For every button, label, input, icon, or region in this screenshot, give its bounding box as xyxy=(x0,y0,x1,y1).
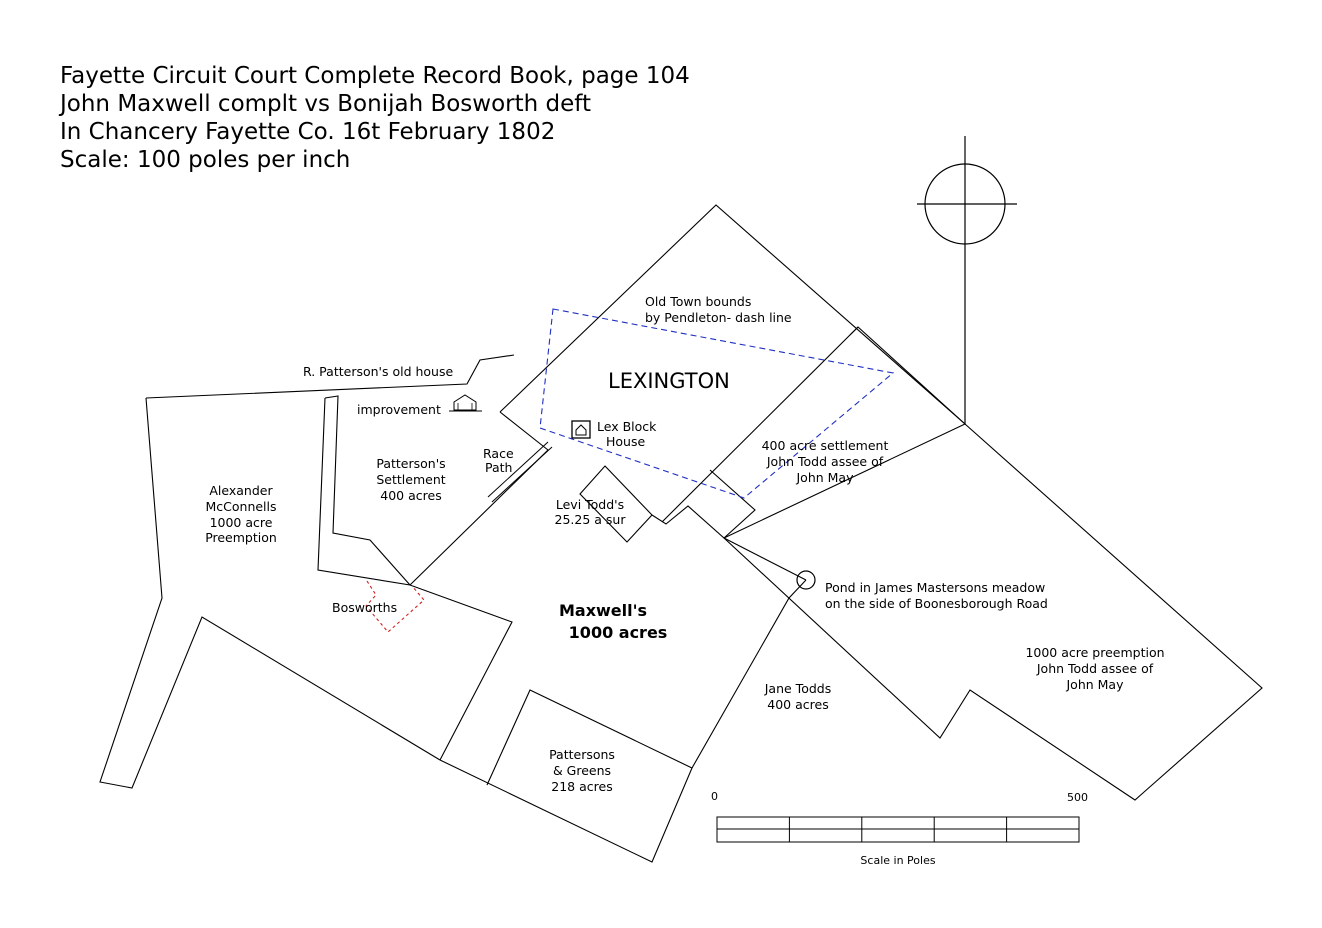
label-pond-2: on the side of Boonesborough Road xyxy=(825,596,1048,611)
lexington-tract-boundary xyxy=(499,204,966,539)
notch-tract-boundary xyxy=(651,469,756,539)
label-patterson-settlement-1: Patterson's xyxy=(376,456,445,471)
scale-bar: 0 500 Scale in Poles xyxy=(711,790,1088,867)
label-patterson-settlement-3: 400 acres xyxy=(380,488,441,503)
scale-max-label: 500 xyxy=(1067,791,1088,804)
title-line-3: In Chancery Fayette Co. 16t February 180… xyxy=(60,119,555,145)
title-line-2: John Maxwell complt vs Bonijah Bosworth … xyxy=(58,91,591,117)
label-maxwell-1: Maxwell's xyxy=(559,601,647,620)
label-preemption-2: John Todd assee of xyxy=(1036,661,1154,676)
levi-todd-tract-boundary xyxy=(579,465,653,543)
scale-bar-divisions xyxy=(788,817,1008,842)
jane-todd-boundary xyxy=(691,579,807,769)
label-patterson-settlement-2: Settlement xyxy=(376,472,445,487)
mcconnells-tract-boundary xyxy=(99,397,441,789)
label-block-house-1: Lex Block xyxy=(597,419,657,434)
label-todd-settlement-2: John Todd assee of xyxy=(766,454,884,469)
label-greens-2: & Greens xyxy=(553,763,611,778)
label-race-2: Path xyxy=(485,460,512,475)
title-line-4: Scale: 100 poles per inch xyxy=(60,147,350,173)
label-old-town-2: by Pendleton- dash line xyxy=(645,310,792,325)
patterson-settlement-boundary xyxy=(324,395,411,586)
label-jane-1: Jane Todds xyxy=(764,681,831,696)
label-bosworths: Bosworths xyxy=(332,600,397,615)
label-levi-2: 25.25 a sur xyxy=(555,512,627,527)
label-preemption-3: John May xyxy=(1066,677,1125,692)
label-old-town-1: Old Town bounds xyxy=(645,294,751,309)
label-mcconnells-4: Preemption xyxy=(205,530,277,545)
pond-circle-icon xyxy=(796,570,816,590)
house-icon xyxy=(449,394,482,412)
label-race-1: Race xyxy=(483,446,514,461)
race-path xyxy=(487,441,553,503)
old-town-dash-bounds xyxy=(539,308,895,499)
label-mcconnells-2: McConnells xyxy=(205,499,276,514)
label-mcconnells-1: Alexander xyxy=(209,483,273,498)
label-maxwell-2: 1000 acres xyxy=(569,623,668,642)
label-preemption-1: 1000 acre preemption xyxy=(1025,645,1164,660)
scale-caption: Scale in Poles xyxy=(860,854,935,867)
label-greens-3: 218 acres xyxy=(551,779,612,794)
label-improvement: improvement xyxy=(357,402,441,417)
scale-min-label: 0 xyxy=(711,790,718,803)
title-line-1: Fayette Circuit Court Complete Record Bo… xyxy=(60,63,690,89)
label-todd-settlement-3: John May xyxy=(796,470,855,485)
label-block-house-2: House xyxy=(606,434,645,449)
label-patterson-house: R. Patterson's old house xyxy=(303,364,453,379)
patterson-house-line xyxy=(145,354,515,399)
block-house-icon xyxy=(571,420,591,439)
todd-settlement-boundary xyxy=(661,326,966,523)
bosworth-dash-bounds xyxy=(365,580,425,633)
label-greens-1: Pattersons xyxy=(549,747,615,762)
label-todd-settlement-1: 400 acre settlement xyxy=(762,438,889,453)
label-mcconnells-3: 1000 acre xyxy=(210,515,273,530)
preemption-tract-boundary xyxy=(723,423,1263,801)
label-jane-2: 400 acres xyxy=(767,697,828,712)
label-lexington: LEXINGTON xyxy=(608,369,730,393)
compass-rose-icon xyxy=(917,136,1017,424)
maxwell-tract-boundary xyxy=(317,397,513,761)
label-levi-1: Levi Todd's xyxy=(556,497,624,512)
label-pond-1: Pond in James Mastersons meadow xyxy=(825,580,1045,595)
